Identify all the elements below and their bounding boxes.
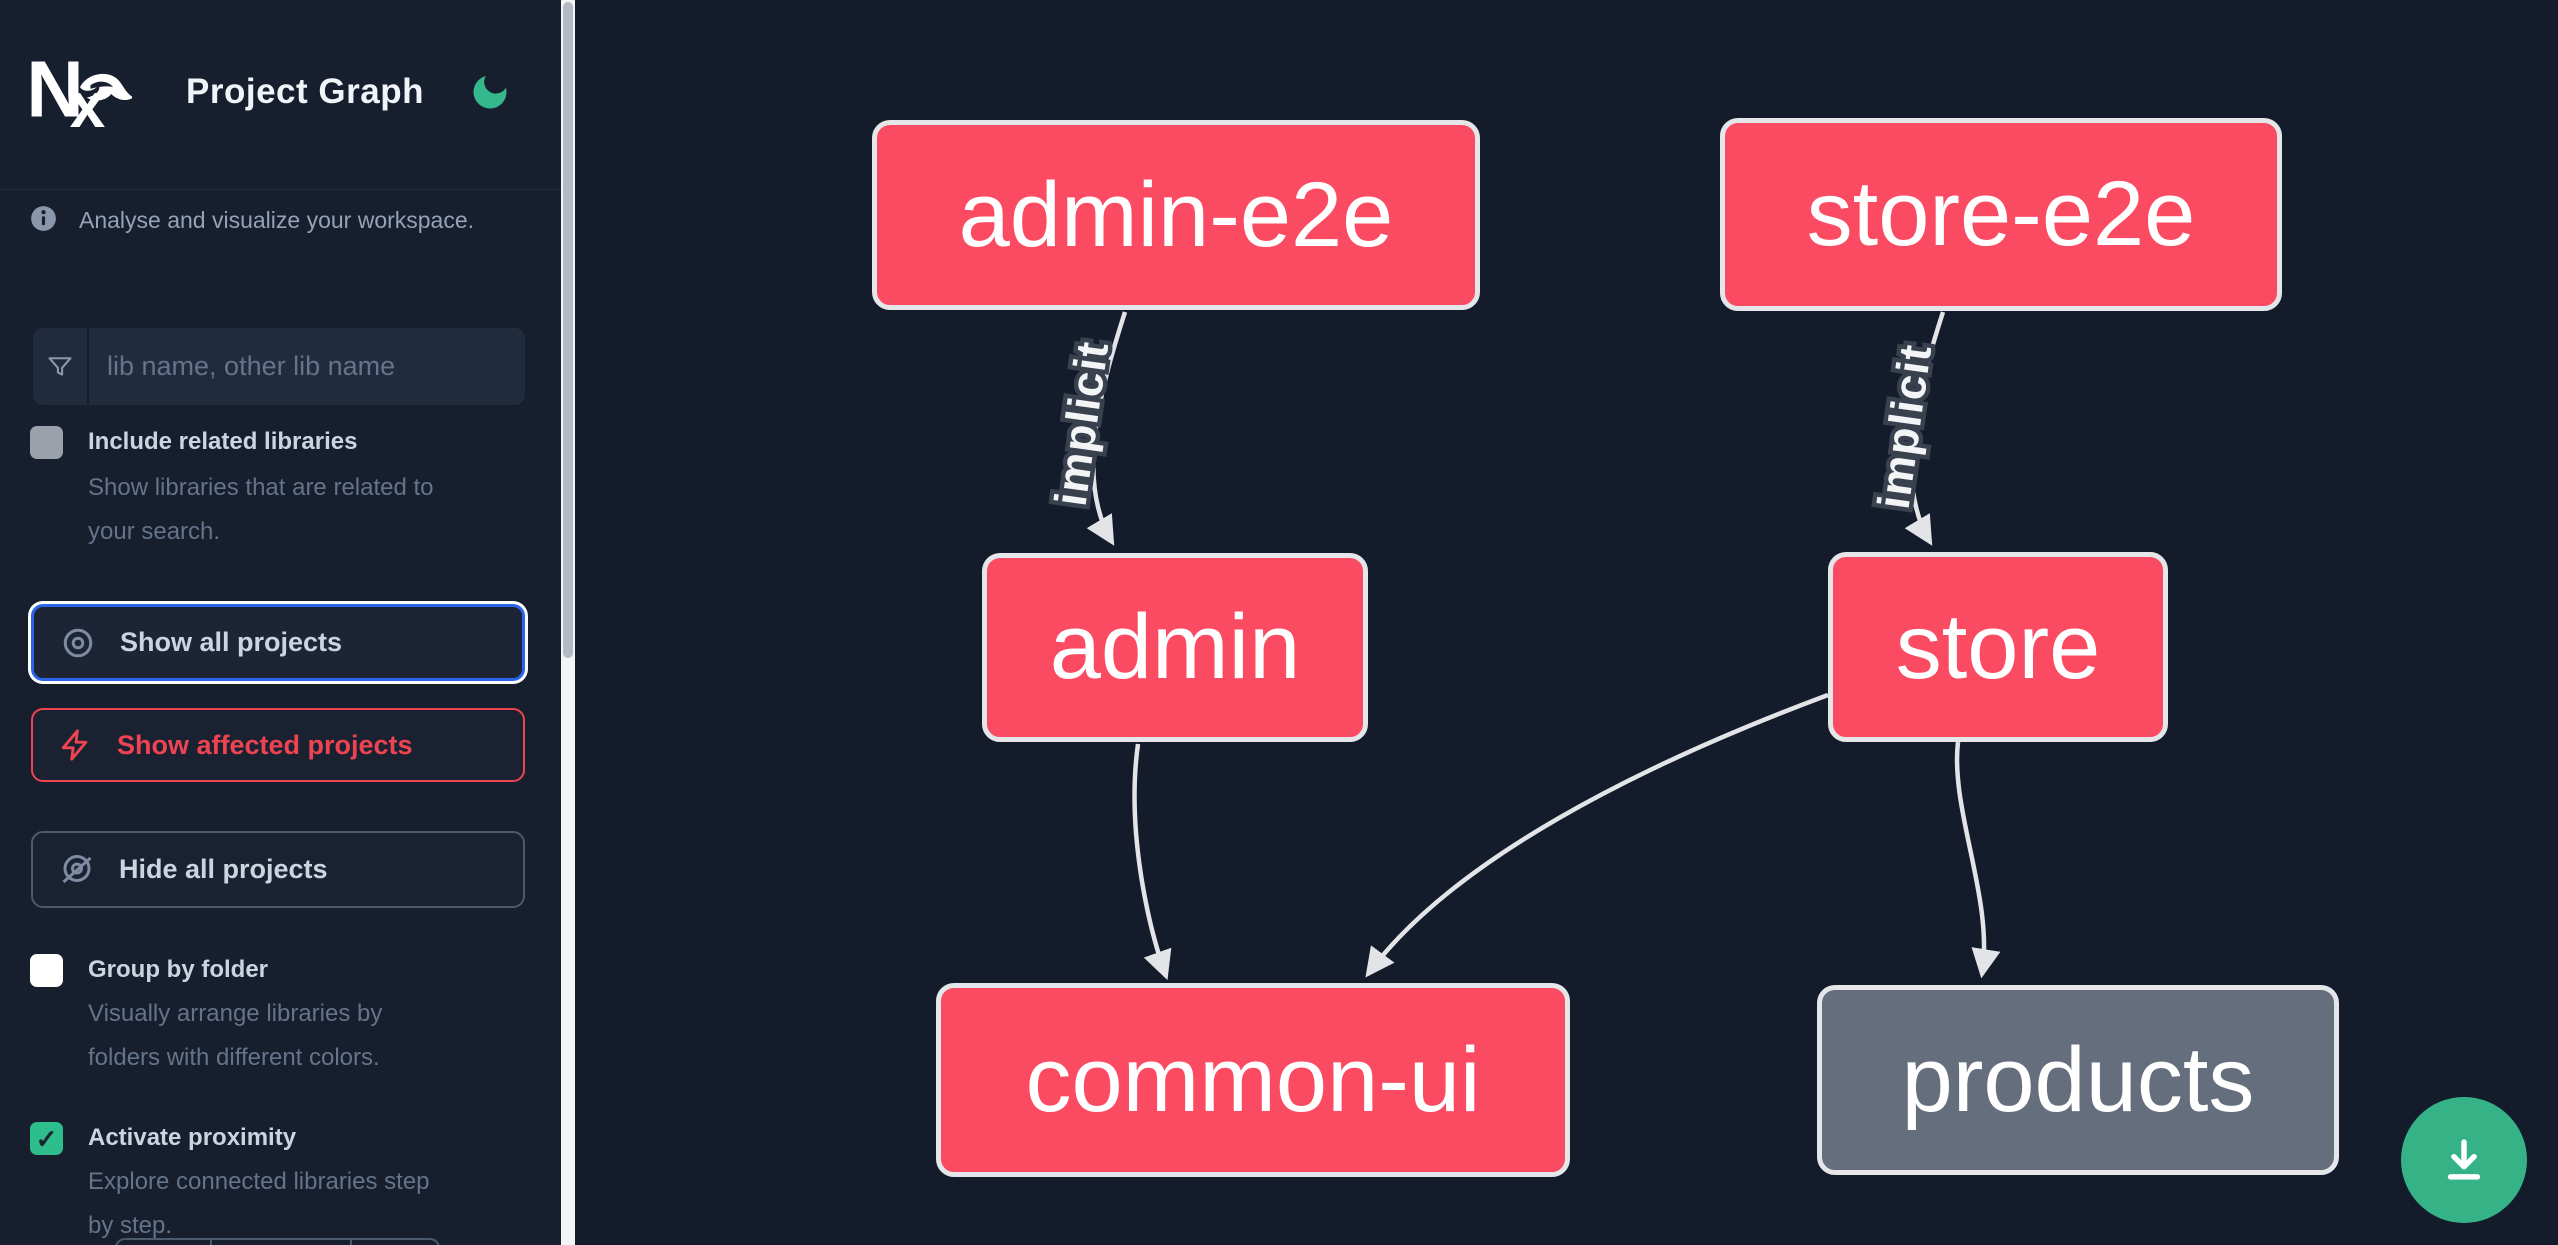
graph-canvas[interactable]: implicit implicit admin-e2e store-e2e ad… <box>575 0 2558 1245</box>
eye-icon <box>63 628 93 657</box>
info-icon <box>31 206 56 231</box>
dependency-edges: implicit implicit <box>1040 311 2001 981</box>
node-common-ui[interactable]: common-ui <box>936 983 1570 1177</box>
edge-label-implicit: implicit <box>1045 338 1119 509</box>
node-products[interactable]: products <box>1817 985 2339 1175</box>
node-admin-e2e[interactable]: admin-e2e <box>872 120 1480 310</box>
toggle-group-by-folder: Group by folder Visually arrange librari… <box>30 954 530 1074</box>
download-graph-button[interactable] <box>2401 1097 2527 1223</box>
toggle-include-related: Include related libraries Show libraries… <box>30 426 530 546</box>
node-admin[interactable]: admin <box>982 553 1368 742</box>
node-store-e2e[interactable]: store-e2e <box>1720 118 2282 311</box>
button-label: Hide all projects <box>119 854 328 884</box>
sidebar-header: N x Project Graph <box>0 0 561 190</box>
page-title: Project Graph <box>186 72 424 111</box>
workspace-info: Analyse and visualize your workspace. <box>30 205 474 235</box>
edge-store-e2e-store <box>1904 311 1946 546</box>
sidebar: N x Project Graph Analyse and visualize … <box>0 0 561 1245</box>
nx-logo-swoosh <box>80 74 132 101</box>
proximity-stepper-partial[interactable] <box>115 1238 440 1245</box>
sidebar-scrollbar[interactable] <box>561 0 575 1245</box>
search-box <box>33 328 525 405</box>
edge-admin-e2e-admin <box>1086 311 1128 546</box>
include-related-checkbox[interactable] <box>30 426 63 459</box>
scrollbar-thumb[interactable] <box>563 2 573 658</box>
moon-icon[interactable] <box>468 70 512 114</box>
check-icon: ✓ <box>35 1123 58 1154</box>
download-icon <box>2447 1139 2481 1180</box>
info-text: Analyse and visualize your workspace. <box>79 207 475 233</box>
activate-proximity-checkbox[interactable]: ✓ <box>30 1122 63 1155</box>
edge-label-implicit: implicit <box>1868 341 1942 512</box>
stepper-segment[interactable] <box>117 1240 212 1245</box>
node-store[interactable]: store <box>1828 552 2168 742</box>
edge-store-products <box>1954 741 2001 979</box>
toggle-label: Activate proximity <box>88 1124 297 1151</box>
edge-store-common-ui <box>1365 692 1829 978</box>
toggle-label: Include related libraries <box>88 428 358 455</box>
filter-icon <box>33 328 89 405</box>
bolt-icon <box>61 729 88 761</box>
show-all-projects-button[interactable]: Show all projects <box>31 604 525 681</box>
button-label: Show affected projects <box>117 729 413 760</box>
nx-logo-swoosh-detail <box>90 81 113 89</box>
search-input[interactable] <box>89 328 525 405</box>
toggle-description: Show libraries that are related to your … <box>88 474 434 545</box>
toggle-description: Explore connected libraries step by step… <box>88 1168 430 1239</box>
stepper-segment[interactable] <box>212 1240 352 1245</box>
nx-logo: N x <box>28 48 132 140</box>
toggle-description: Visually arrange libraries by folders wi… <box>88 1000 383 1071</box>
toggle-activate-proximity: ✓ Activate proximity Explore connected l… <box>30 1122 530 1245</box>
button-label: Show all projects <box>120 627 343 657</box>
hide-all-projects-button[interactable]: Hide all projects <box>31 831 525 908</box>
eye-off-icon <box>62 854 92 883</box>
stepper-segment[interactable] <box>352 1240 438 1245</box>
show-affected-projects-button[interactable]: Show affected projects <box>31 708 525 782</box>
svg-text:N: N <box>28 48 84 134</box>
toggle-label: Group by folder <box>88 956 268 983</box>
edge-admin-common-ui <box>1132 743 1172 981</box>
group-by-folder-checkbox[interactable] <box>30 954 63 987</box>
